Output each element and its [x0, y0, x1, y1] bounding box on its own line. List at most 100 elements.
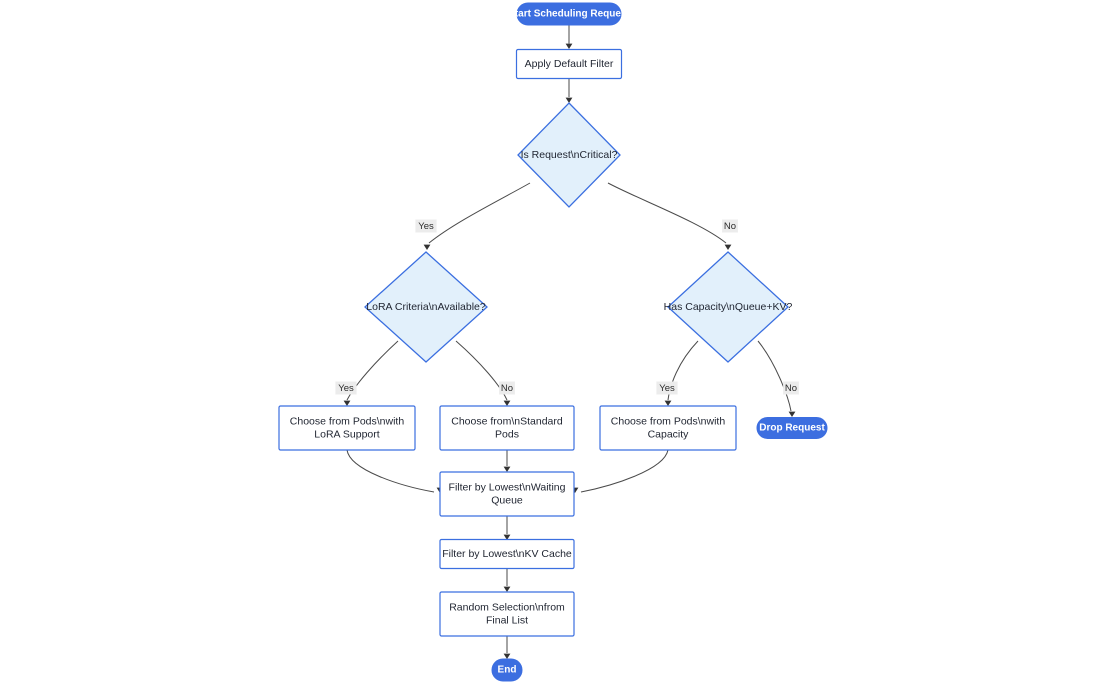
edge-label: No	[499, 381, 515, 395]
edge-label-background	[415, 219, 437, 233]
flow-node-filter_kv[interactable]: Filter by Lowest\nKV Cache	[439, 538, 575, 570]
process-shape[interactable]	[515, 48, 623, 80]
terminal-shape[interactable]	[756, 417, 828, 439]
process-shape[interactable]	[278, 405, 416, 451]
node-label-text: LoRA Support	[314, 428, 379, 440]
edge-arrowhead-icon	[788, 411, 796, 417]
process-shape[interactable]	[439, 405, 575, 451]
edge-line	[428, 182, 531, 244]
edge-line	[346, 449, 435, 493]
flow-edge	[455, 340, 511, 406]
flow-edge	[346, 449, 444, 493]
flow-edge	[565, 78, 573, 103]
node-label-text: Has Capacity\nQueue+KV?	[664, 301, 793, 313]
edge-arrowhead-icon	[503, 534, 511, 540]
flow-edge	[423, 182, 531, 250]
edge-line	[757, 340, 792, 412]
node-label-text: Start Scheduling Request	[508, 9, 630, 20]
node-label-text: Capacity	[648, 428, 690, 440]
node-label-text: Queue	[491, 494, 523, 506]
edge-label-background	[335, 381, 357, 395]
edge-label-text: No	[501, 383, 513, 394]
node-label-text: Pods	[495, 428, 519, 440]
edge-arrowhead-icon	[503, 653, 511, 659]
edge-label: Yes	[415, 219, 437, 233]
edge-label-text: Yes	[659, 383, 675, 394]
node-label-text: Choose from\nStandard	[451, 415, 563, 427]
process-shape[interactable]	[599, 405, 737, 451]
edge-label: No	[722, 219, 738, 233]
process-shape[interactable]	[439, 538, 575, 570]
decision-shape[interactable]	[364, 251, 488, 363]
edge-label: Yes	[335, 381, 357, 395]
flow-node-has_capacity[interactable]: Has Capacity\nQueue+KV?	[664, 251, 793, 363]
flow-node-end[interactable]: End	[491, 658, 523, 682]
edge-label: Yes	[656, 381, 678, 395]
edges-layer	[343, 25, 796, 659]
edge-arrowhead-icon	[724, 244, 732, 250]
flow-edge	[503, 450, 511, 472]
edge-arrowhead-icon	[423, 244, 431, 250]
edge-arrowhead-icon	[503, 466, 511, 472]
edge-label-background	[656, 381, 678, 395]
flow-edge	[343, 340, 399, 406]
edge-line	[580, 449, 669, 493]
edge-arrowhead-icon	[503, 400, 511, 406]
edge-label-text: No	[724, 221, 736, 232]
node-label-text: End	[498, 665, 517, 676]
node-label-text: LoRA Criteria\nAvailable?	[366, 301, 486, 313]
edge-label-background	[783, 381, 799, 395]
node-label-text: Random Selection\nfrom	[449, 601, 565, 613]
edge-label: No	[783, 381, 799, 395]
flow-node-drop_request[interactable]: Drop Request	[756, 417, 828, 439]
terminal-shape[interactable]	[516, 2, 622, 26]
flow-edge	[607, 182, 732, 250]
edge-arrowhead-icon	[565, 43, 573, 49]
node-label-text: Drop Request	[759, 423, 825, 434]
flow-node-lora_criteria[interactable]: LoRA Criteria\nAvailable?	[364, 251, 488, 363]
edge-arrowhead-icon	[664, 400, 672, 406]
edge-arrowhead-icon	[343, 400, 351, 406]
edge-arrowhead-icon	[565, 97, 573, 103]
decision-shape[interactable]	[667, 251, 789, 363]
node-label-text: Choose from Pods\nwith	[290, 415, 405, 427]
node-label-text: Final List	[486, 614, 528, 626]
edge-line	[346, 340, 399, 401]
flow-node-apply_filter[interactable]: Apply Default Filter	[515, 48, 623, 80]
edge-label-text: Yes	[418, 221, 434, 232]
flow-edge	[503, 636, 511, 659]
node-label-text: Apply Default Filter	[525, 58, 614, 70]
process-shape[interactable]	[439, 591, 575, 637]
node-label-text: Filter by Lowest\nKV Cache	[442, 548, 572, 560]
edge-line	[455, 340, 508, 401]
edge-line	[667, 340, 699, 401]
flow-edge	[503, 516, 511, 540]
flow-edge	[565, 25, 573, 49]
process-shape[interactable]	[439, 471, 575, 517]
flow-edge	[503, 569, 511, 592]
edge-arrowhead-icon	[503, 586, 511, 592]
edge-label-background	[499, 381, 515, 395]
decision-shape[interactable]	[517, 102, 621, 208]
terminal-shape[interactable]	[491, 658, 523, 682]
edge-label-text: Yes	[338, 383, 354, 394]
flow-node-is_critical[interactable]: Is Request\nCritical?	[517, 102, 621, 208]
flow-edge	[571, 449, 669, 493]
node-label-text: Is Request\nCritical?	[521, 149, 618, 161]
flow-node-start[interactable]: Start Scheduling Request	[508, 2, 631, 26]
edge-label-text: No	[785, 383, 797, 394]
node-label-text: Filter by Lowest\nWaiting	[449, 481, 566, 493]
edge-label-background	[722, 219, 738, 233]
edge-line	[607, 182, 727, 244]
node-label-text: Choose from Pods\nwith	[611, 415, 726, 427]
flow-edge	[757, 340, 796, 417]
